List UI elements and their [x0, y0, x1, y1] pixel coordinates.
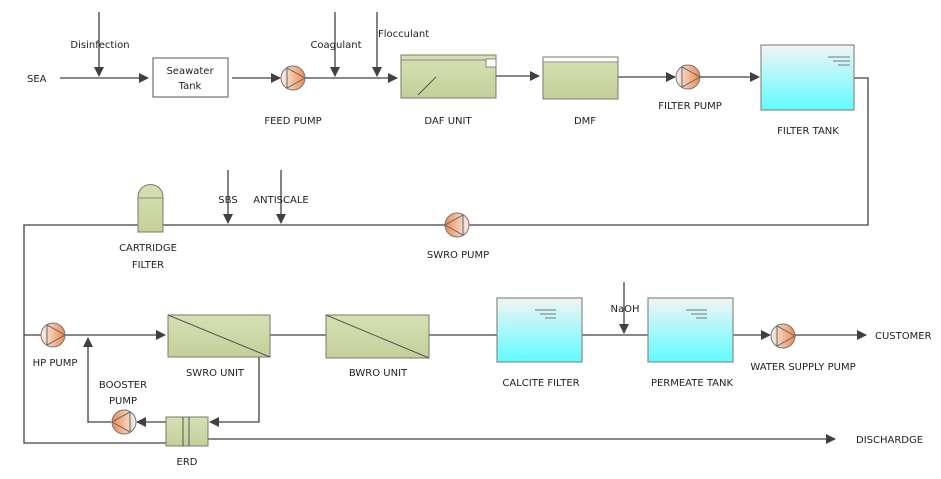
calcite-filter: [496, 297, 583, 363]
label-dmf: DMF: [574, 116, 596, 127]
water-supply-pump-icon: [770, 323, 797, 349]
label-antiscale: ANTISCALE: [253, 195, 308, 206]
swro-unit: [167, 314, 271, 358]
permeate-tank: [647, 297, 734, 363]
daf-unit: [400, 54, 497, 99]
erd-unit: [165, 416, 209, 447]
label-cartridge-filter-2: FILTER: [132, 260, 164, 271]
label-booster-pump-2: PUMP: [109, 396, 137, 407]
label-calcite-filter: CALCITE FILTER: [502, 378, 579, 389]
booster-pump-icon: [110, 409, 137, 435]
label-coagulant: Coagulant: [310, 40, 361, 51]
label-cartridge-filter-1: CARTRIDGE: [119, 243, 177, 254]
bwro-unit: [325, 314, 430, 359]
label-filter-tank: FILTER TANK: [777, 126, 839, 137]
label-swro-unit: SWRO UNIT: [186, 368, 245, 379]
label-seawater-tank-2: Tank: [178, 81, 202, 92]
label-flocculant: Flocculant: [378, 29, 429, 40]
label-naoh: NaOH: [611, 304, 640, 315]
filter-tank: [760, 44, 855, 111]
label-seawater-tank-1: Seawater: [166, 66, 214, 77]
label-daf-unit: DAF UNIT: [424, 116, 472, 127]
feed-pump-icon: [280, 65, 307, 91]
label-sbs: SBS: [218, 195, 237, 206]
seawater-tank: [152, 57, 229, 98]
label-sea: SEA: [27, 74, 47, 85]
label-erd: ERD: [177, 457, 198, 468]
label-feed-pump: FEED PUMP: [264, 116, 321, 127]
label-permeate-tank: PERMEATE TANK: [651, 378, 734, 389]
label-disinfection: Disinfection: [70, 40, 129, 51]
label-filter-pump: FILTER PUMP: [658, 101, 721, 112]
hp-pump-icon: [40, 322, 67, 348]
label-discharge: DISCHARDGE: [856, 435, 923, 446]
pipes-row-3: [24, 282, 867, 444]
label-booster-pump-1: BOOSTER: [99, 380, 147, 391]
dmf-unit: [542, 56, 619, 100]
filter-pump-icon: [675, 64, 702, 90]
label-water-supply-pump: WATER SUPPLY PUMP: [750, 362, 855, 373]
label-hp-pump: HP PUMP: [33, 358, 78, 369]
swro-pump-icon: [443, 212, 470, 238]
label-bwro-unit: BWRO UNIT: [349, 368, 408, 379]
cartridge-filter: [137, 184, 164, 233]
pipes-row-2: [223, 170, 286, 224]
label-customer: CUSTOMER: [875, 331, 932, 342]
label-swro-pump: SWRO PUMP: [427, 250, 489, 261]
